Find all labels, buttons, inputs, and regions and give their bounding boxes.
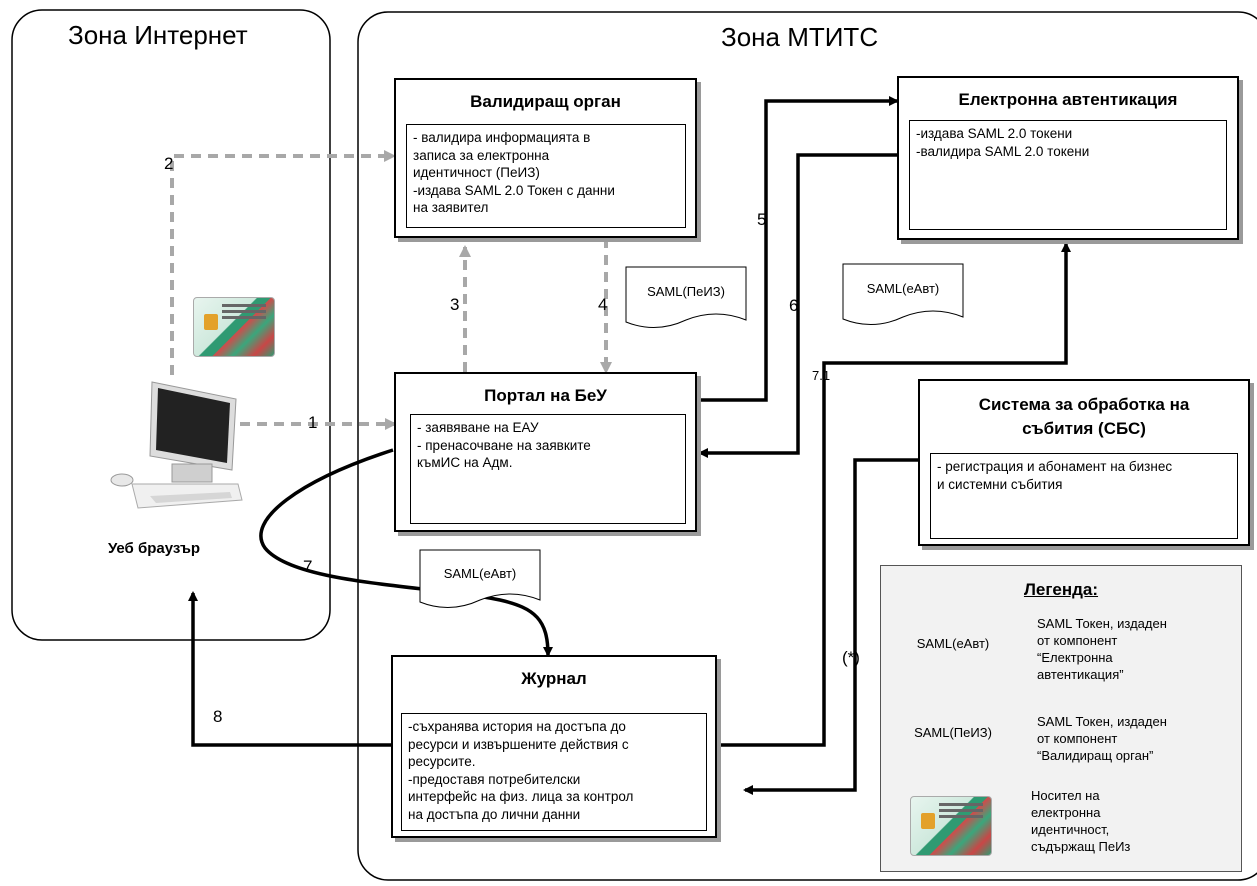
sbs-title: Система за обработка на събития (СБС) bbox=[978, 395, 1190, 438]
doc-peiz-shape bbox=[625, 266, 747, 328]
legend-text-card: Носител на електронна идентичност, съдър… bbox=[1031, 788, 1131, 854]
arrow-label-2: 2 bbox=[164, 154, 174, 173]
zone-internet-frame bbox=[11, 9, 331, 641]
browser-label: Уеб браузър bbox=[108, 540, 201, 557]
legend-doc-peiz-label: SAML(ПеИЗ) bbox=[914, 725, 992, 740]
portal-description: - заявяване на ЕАУ - пренасочване на зая… bbox=[410, 414, 686, 524]
legend-smart-card-icon bbox=[910, 796, 992, 856]
legend-text-peiz: SAML Токен, издаден от компонент “Валиди… bbox=[1037, 714, 1167, 763]
doc-eavt2-shape bbox=[419, 549, 541, 608]
doc-eavt-label-bottom: SAML(еАвт) bbox=[443, 566, 517, 581]
legend-text-eavt: SAML Токен, издаден от компонент “Електр… bbox=[1037, 616, 1167, 682]
smart-card-icon bbox=[193, 297, 275, 357]
journal-title: Журнал bbox=[521, 669, 587, 688]
validator-box: Валидиращ орган - валидира информацията … bbox=[394, 78, 697, 238]
portal-title: Портал на БеУ bbox=[484, 386, 607, 405]
arrow-label-6: 6 bbox=[789, 296, 799, 315]
arrow-label-1: 1 bbox=[308, 413, 318, 432]
portal-box: Портал на БеУ - заявяване на ЕАУ - прена… bbox=[394, 372, 697, 532]
sbs-description: - регистрация и абонамент на бизнес и си… bbox=[930, 453, 1238, 539]
arrow-5 bbox=[697, 96, 899, 402]
arrow-label-5: 5 bbox=[757, 210, 767, 229]
journal-description: -съхранява история на достъпа до ресурси… bbox=[401, 713, 707, 831]
doc-eavt1-shape bbox=[842, 263, 964, 325]
zone-mtits-frame bbox=[357, 11, 1257, 881]
arrow-label-7-1: 7.1 bbox=[812, 368, 831, 383]
arrow-8 bbox=[188, 591, 393, 747]
validator-title: Валидиращ орган bbox=[470, 92, 621, 111]
zone-mtits-title: Зона МТИТС bbox=[721, 22, 879, 52]
eauth-box: Електронна автентикация -издава SAML 2.0… bbox=[897, 76, 1239, 240]
journal-box: Журнал -съхранява история на достъпа до … bbox=[391, 655, 717, 838]
arrow-6 bbox=[698, 153, 897, 458]
arrow-star bbox=[743, 458, 918, 795]
sbs-box: Система за обработка на събития (СБС) - … bbox=[918, 379, 1250, 546]
arrow-label-7: 7 bbox=[303, 557, 313, 576]
arrow-label-star: (*) bbox=[842, 648, 860, 667]
arrow-label-3: 3 bbox=[450, 295, 460, 314]
legend-doc-eavt-label: SAML(еАвт) bbox=[916, 636, 990, 651]
validator-description: - валидира информацията в записа за елек… bbox=[406, 124, 686, 228]
computer-icon bbox=[110, 381, 243, 509]
eauth-title: Електронна автентикация bbox=[958, 90, 1178, 109]
doc-eavt-label-top: SAML(еАвт) bbox=[866, 281, 940, 296]
eauth-description: -издава SAML 2.0 токени -валидира SAML 2… bbox=[909, 120, 1227, 230]
arrow-7 bbox=[259, 448, 553, 657]
arrow-2 bbox=[170, 150, 396, 375]
arrow-label-8: 8 bbox=[213, 707, 223, 726]
doc-peiz-label: SAML(ПеИЗ) bbox=[647, 284, 725, 299]
arrow-7-1 bbox=[717, 242, 1071, 747]
arrow-label-4: 4 bbox=[598, 295, 608, 314]
zone-internet-title: Зона Интернет bbox=[68, 20, 248, 50]
legend-title: Легенда: bbox=[1023, 580, 1099, 599]
